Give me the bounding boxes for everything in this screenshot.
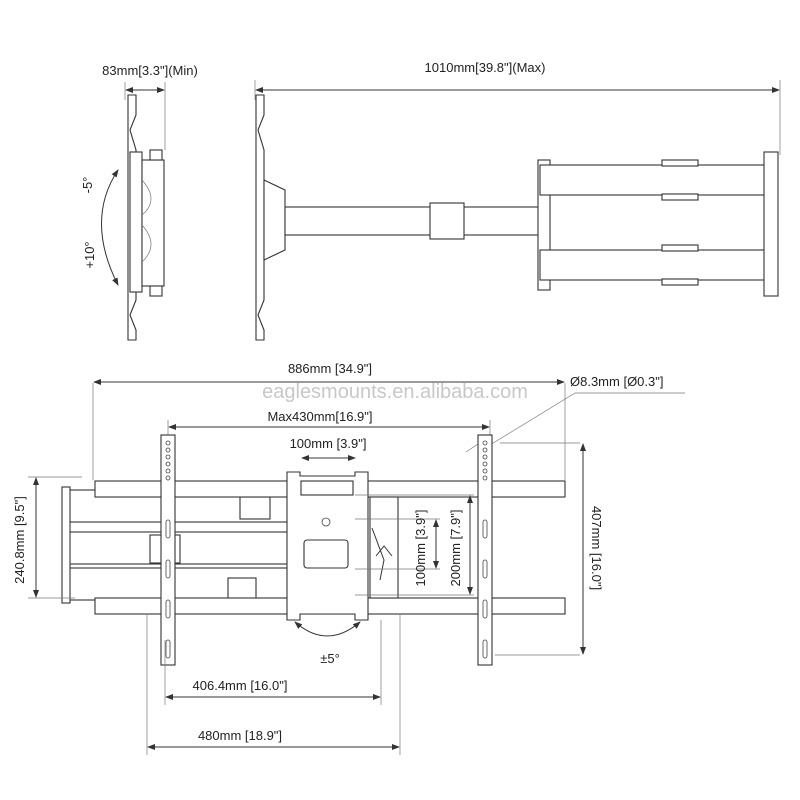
rail-hole [482,475,488,481]
rail-slot [482,639,488,659]
side-view-collapsed: 83mm[3.3"](Min) -5° +10° [80,63,198,341]
side-view-extended: 1010mm[39.8"](Max) [254,60,781,341]
vertical-200-label: 200mm [7.9"] [448,510,463,587]
rail-hole [165,440,171,446]
rail-slot [165,639,171,659]
rail-hole [165,461,171,467]
extension-max-label: 1010mm[39.8"](Max) [425,60,546,75]
right-vertical-rail [477,434,493,666]
tilt-arc [101,169,119,286]
rail-slot [482,559,488,579]
tv-bracket-extended [763,151,779,297]
tilt-up-label: -5° [80,177,95,194]
tv-bracket-side [129,151,143,293]
arm-height-label: 240.8mm [9.5"] [12,496,27,584]
rail-slot [482,599,488,619]
total-width-label: 886mm [34.9"] [288,361,372,376]
arm-folded-side [141,159,165,287]
rail-hole [482,468,488,474]
rail-slot [165,519,171,539]
wall-plate-extended [255,94,265,341]
rail-hole [482,461,488,467]
rail-height-label: 407mm [16.0"] [589,506,604,590]
rail-hole [482,454,488,460]
vesa-max-width-label: Max430mm[16.9"] [267,409,372,424]
tilt-down-label: +10° [82,241,97,268]
rail-slot [165,599,171,619]
rail-hole [165,475,171,481]
arm-joint [429,202,465,240]
stud-spacing-label: 406.4mm [16.0"] [193,678,288,693]
front-view: eaglesmounts.en.alibaba.com 886mm [34.9"… [12,361,685,755]
rail-hole [482,440,488,446]
rotation-arc [294,621,361,637]
upper-arm-bar [539,164,773,196]
rotation-label: ±5° [320,651,340,666]
rail-slot [165,559,171,579]
lower-arm-bar [539,249,773,281]
rail-hole [165,454,171,460]
depth-min-label: 83mm[3.3"](Min) [102,63,198,78]
hole-diameter-label: Ø8.3mm [Ø0.3"] [570,374,663,389]
wall-plate-width-label: 480mm [18.9"] [198,728,282,743]
left-vertical-rail [160,434,176,666]
watermark: eaglesmounts.en.alibaba.com [262,381,528,403]
arm-extended [284,206,546,236]
vertical-100-label: 100mm [3.9"] [413,510,428,587]
rail-hole [482,447,488,453]
rail-hole [165,447,171,453]
rail-hole [165,468,171,474]
rail-slot [482,519,488,539]
plate-spacing-label: 100mm [3.9"] [290,436,367,451]
